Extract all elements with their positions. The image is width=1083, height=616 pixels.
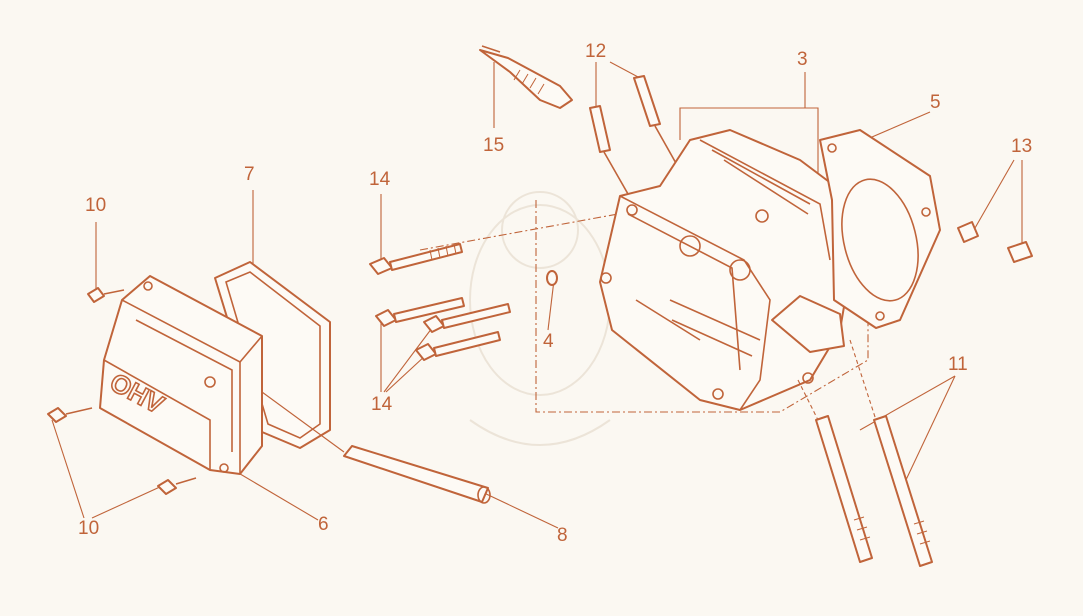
callout-10-bottom: 10	[78, 518, 100, 539]
callout-5: 5	[930, 92, 941, 113]
callout-14-top: 14	[369, 169, 391, 190]
callout-15: 15	[483, 135, 505, 156]
watermark-mascot	[469, 191, 611, 446]
push-rod-left	[797, 379, 873, 563]
callout-12: 12	[585, 41, 607, 62]
callout-3: 3	[797, 49, 808, 70]
callout-6: 6	[318, 514, 329, 535]
head-bolt-b	[423, 303, 511, 333]
callout-8: 8	[557, 525, 568, 546]
valve-cap-b	[1007, 241, 1033, 263]
head-bolt-long	[369, 243, 463, 275]
callout-13: 13	[1011, 136, 1033, 157]
head-bolt-a	[375, 297, 465, 327]
callout-10-top: 10	[85, 195, 107, 216]
callout-14-bottom: 14	[371, 394, 393, 415]
push-rod-right	[849, 339, 933, 567]
head-bolt-c	[415, 331, 501, 361]
callout-4: 4	[543, 331, 554, 352]
valve-cap-a	[957, 221, 979, 243]
callout-7: 7	[244, 164, 255, 185]
breather-hose	[261, 391, 491, 504]
head-gasket	[819, 129, 941, 329]
cylinder-head	[599, 129, 853, 411]
cover-bolt-bottom	[157, 477, 197, 495]
valve-cover: OHV	[99, 275, 263, 475]
cover-bolt-top	[87, 287, 125, 303]
callout-11: 11	[948, 354, 968, 375]
spark-plug	[479, 45, 573, 109]
cover-bolt-left	[47, 407, 93, 423]
dowel-pin	[546, 270, 558, 286]
